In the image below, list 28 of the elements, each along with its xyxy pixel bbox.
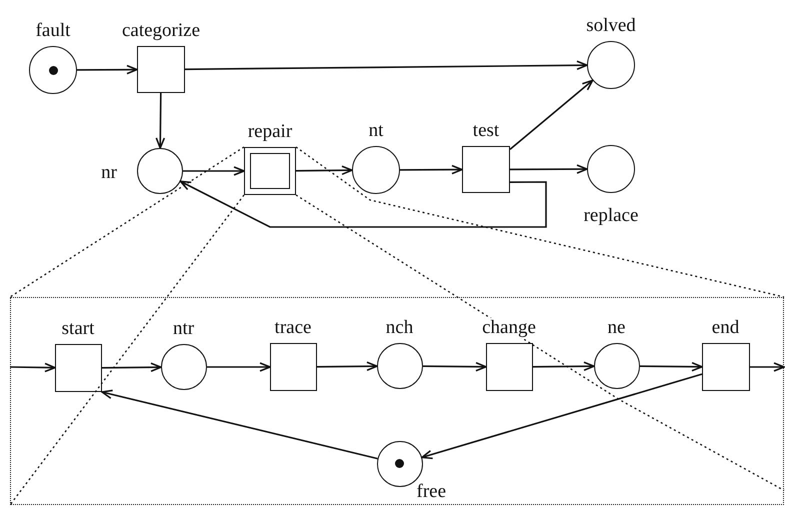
arrow bbox=[640, 362, 703, 372]
arrow bbox=[207, 362, 271, 372]
transition-label: categorize bbox=[120, 21, 202, 41]
arrow bbox=[421, 373, 702, 460]
arrow bbox=[317, 362, 378, 372]
arrow bbox=[180, 180, 547, 228]
arrow bbox=[423, 362, 487, 372]
arrow bbox=[10, 362, 56, 372]
arrow bbox=[296, 166, 353, 176]
zoom-projection-line bbox=[10, 146, 244, 298]
transition-label: change bbox=[481, 318, 537, 338]
arrow bbox=[533, 362, 595, 372]
arrow bbox=[101, 390, 378, 460]
arrow bbox=[185, 60, 588, 70]
arrow bbox=[77, 64, 138, 74]
place-label: replace bbox=[582, 206, 640, 226]
zoom-projection-line bbox=[296, 194, 784, 491]
arrow bbox=[750, 362, 785, 372]
arrow bbox=[183, 166, 245, 176]
arrow bbox=[510, 164, 588, 174]
transition-label: repair bbox=[246, 122, 294, 142]
arrow bbox=[156, 93, 166, 149]
zoom-projection-line bbox=[296, 146, 784, 298]
arrow bbox=[102, 362, 162, 372]
arrow bbox=[400, 164, 463, 174]
detail-panel bbox=[10, 297, 784, 505]
zoom-projection-line bbox=[9, 194, 245, 506]
arrow bbox=[509, 80, 594, 150]
